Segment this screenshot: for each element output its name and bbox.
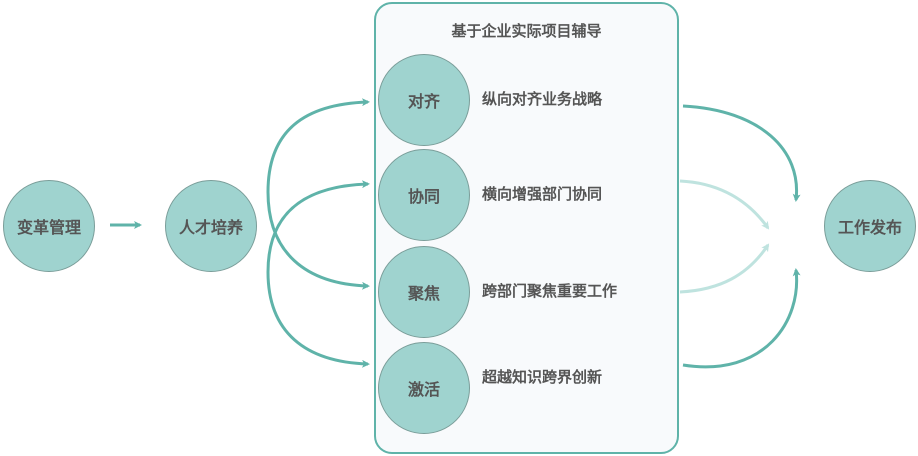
node-work-release: 工作发布 bbox=[824, 180, 916, 272]
node-align: 对齐 bbox=[378, 54, 470, 146]
node-talent-development: 人才培养 bbox=[165, 180, 257, 272]
node-label: 变革管理 bbox=[16, 218, 81, 237]
desc-activate: 超越知识跨界创新 bbox=[482, 368, 603, 386]
curve-arrow-to-collab bbox=[266, 180, 370, 273]
arrow-collab-to-release bbox=[679, 179, 770, 230]
node-collaborate: 协同 bbox=[378, 149, 470, 241]
arrow-align-to-release bbox=[682, 104, 801, 202]
curve-arrow-to-align bbox=[266, 98, 370, 193]
box-title: 基于企业实际项目辅导 bbox=[451, 22, 602, 40]
node-change-management: 变革管理 bbox=[3, 180, 95, 272]
curve-arrow-to-focus bbox=[266, 191, 370, 290]
desc-align: 纵向对齐业务战略 bbox=[482, 90, 603, 108]
node-label: 工作发布 bbox=[837, 218, 902, 237]
node-label: 对齐 bbox=[407, 92, 440, 111]
desc-collaborate: 横向增强部门协同 bbox=[482, 185, 603, 203]
arrow-activate-to-release bbox=[682, 268, 801, 369]
curve-arrow-to-activate bbox=[266, 271, 370, 368]
node-label: 激活 bbox=[407, 380, 440, 399]
arrow-focus-to-release bbox=[679, 243, 770, 294]
node-activate: 激活 bbox=[378, 342, 470, 434]
desc-focus: 跨部门聚焦重要工作 bbox=[482, 282, 618, 300]
node-label: 人才培养 bbox=[178, 218, 243, 237]
node-label: 聚焦 bbox=[407, 284, 440, 303]
node-focus: 聚焦 bbox=[378, 246, 470, 338]
node-label: 协同 bbox=[407, 187, 440, 206]
